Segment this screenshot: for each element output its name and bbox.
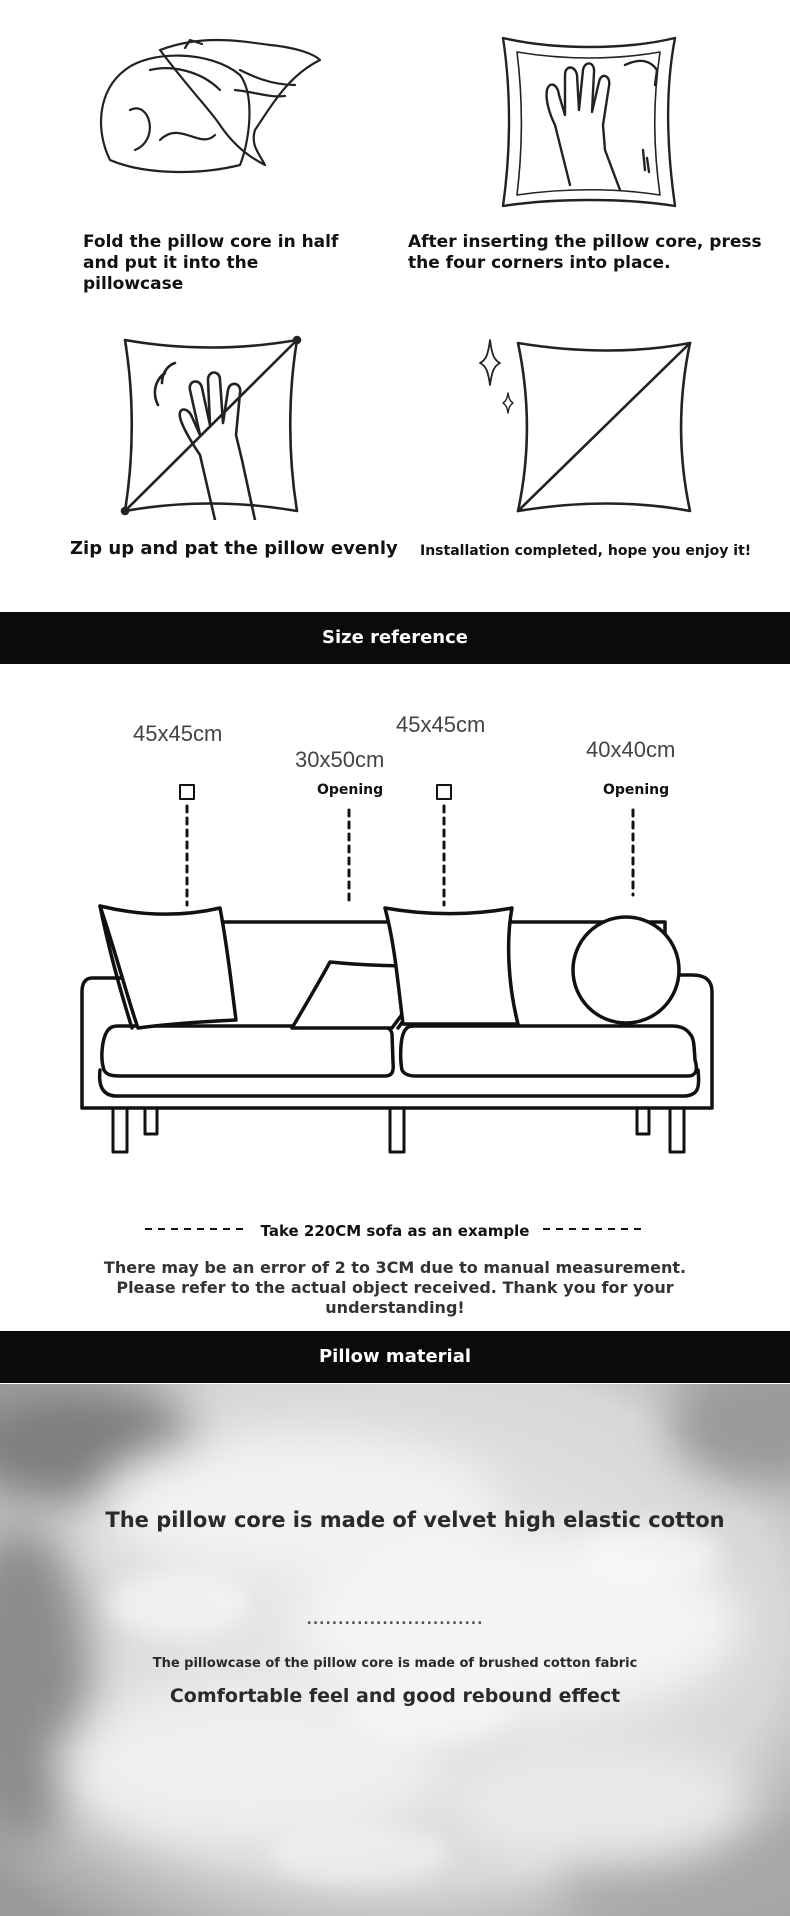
opening-label-middle: Opening	[317, 782, 384, 798]
size-label-round: 40x40cm	[586, 737, 676, 762]
size-label-right-square: 45x45cm	[396, 712, 486, 737]
pillow-zip-pat-icon	[120, 335, 305, 520]
example-note: Take 220CM sofa as an example	[260, 1222, 530, 1240]
pillow-fold-icon	[90, 30, 330, 180]
size-label-middle-rect: 30x50cm	[295, 747, 385, 772]
example-dash-left	[145, 1226, 245, 1232]
cotton-background: The pillow core is made of velvet high e…	[0, 1384, 790, 1916]
step3-caption: Zip up and pat the pillow evenly	[70, 538, 398, 559]
sofa-illustration	[0, 770, 790, 1160]
size-reference-header: Size reference	[0, 612, 790, 664]
pillow-material-header: Pillow material	[0, 1331, 790, 1383]
opening-label-round: Opening	[603, 782, 670, 798]
material-divider: ............................	[306, 1612, 484, 1628]
material-tagline: Comfortable feel and good rebound effect	[169, 1685, 621, 1707]
size-label-left-square: 45x45cm	[133, 721, 223, 746]
material-headline: The pillow core is made of velvet high e…	[105, 1508, 725, 1532]
pillow-complete-icon	[478, 335, 698, 520]
material-subline: The pillowcase of the pillow core is mad…	[152, 1656, 638, 1671]
example-dash-right	[543, 1226, 643, 1232]
step2-caption: After inserting the pillow core, press t…	[408, 232, 762, 273]
measurement-error-note: There may be an error of 2 to 3CM due to…	[103, 1258, 687, 1317]
pillow-press-corners-icon	[495, 30, 685, 215]
step1-caption: Fold the pillow core in half and put it …	[83, 232, 339, 294]
step4-caption: Installation completed, hope you enjoy i…	[420, 543, 752, 559]
